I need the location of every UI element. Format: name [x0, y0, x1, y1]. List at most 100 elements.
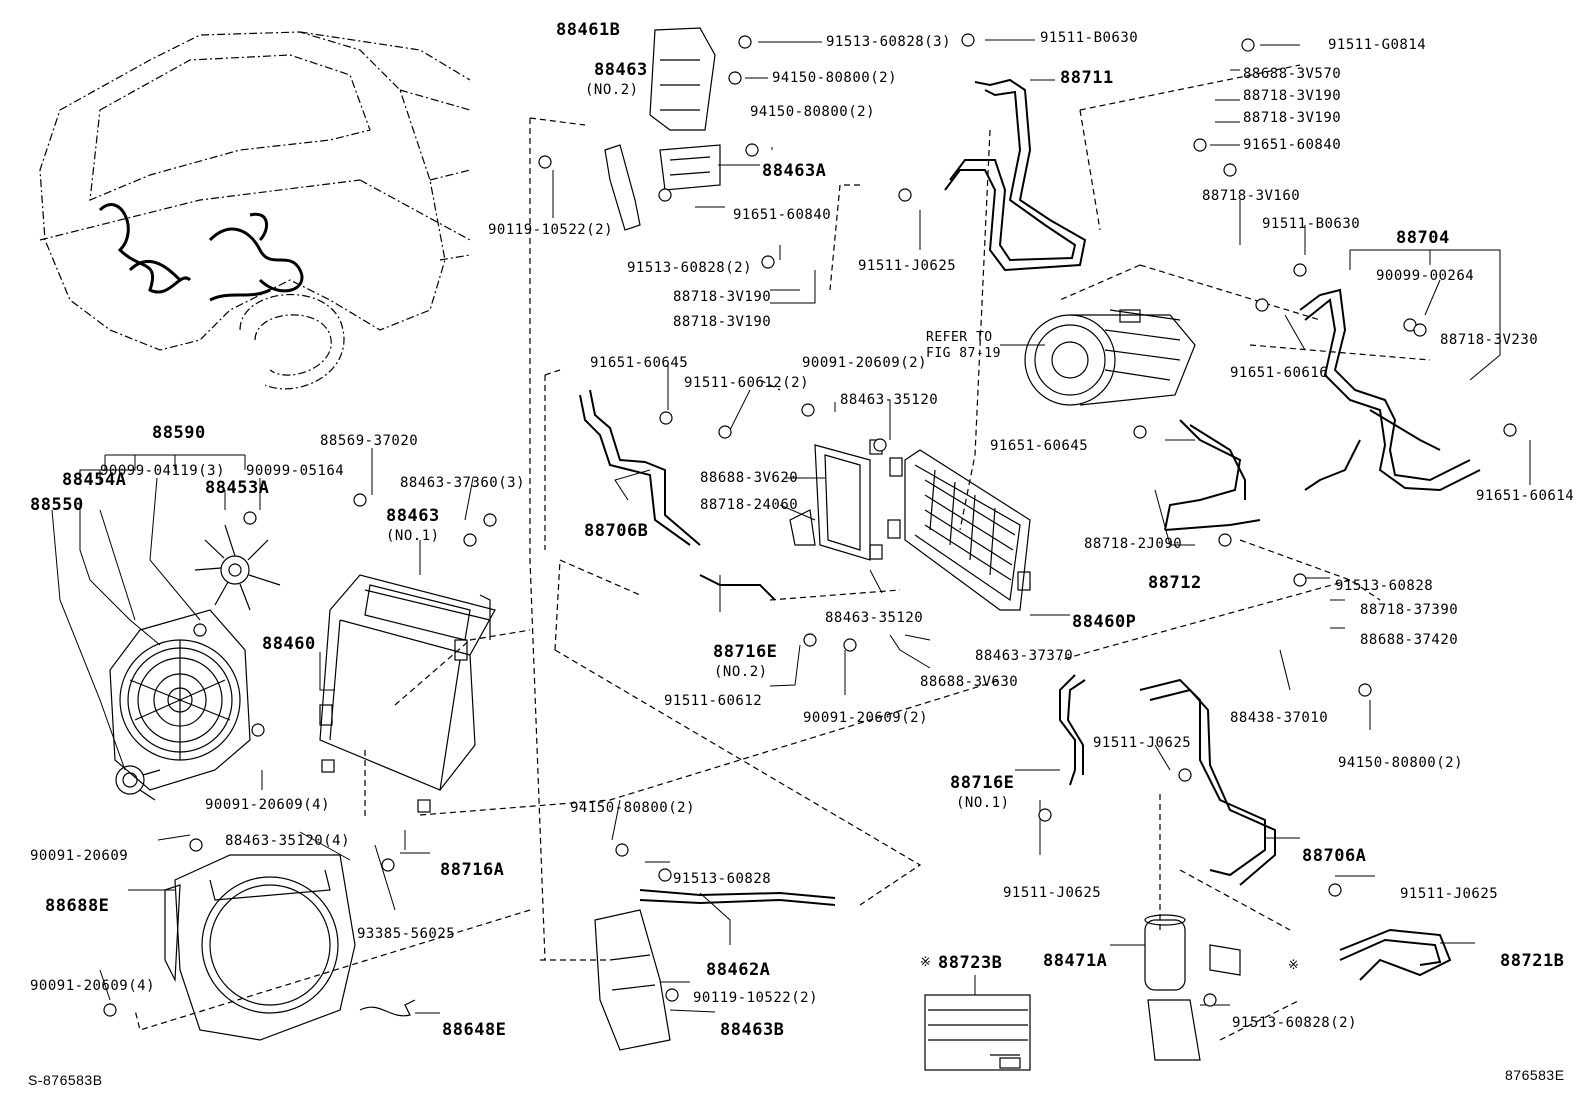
part-label-88718-3V160: 88718-3V160	[1202, 188, 1301, 204]
part-label-91511-B0630b: 91511-B0630	[1262, 216, 1361, 232]
part-label-88716E-no1-note: (NO.1)	[956, 795, 1010, 811]
part-label-90119-10522-2a: 90119-10522(2)	[488, 222, 614, 238]
part-label-88688-3V630: 88688-3V630	[920, 674, 1019, 690]
part-label-90099-04119: 90099-04119(3)	[100, 463, 226, 479]
note-mark-icon: ※	[1288, 958, 1300, 973]
part-label-88718-3V190a: 88718-3V190	[673, 289, 772, 305]
part-label-91511-J0625b: 91511-J0625	[1093, 735, 1192, 751]
part-label-91511-60612-2: 91511-60612(2)	[684, 375, 810, 391]
part-label-88463A: 88463A	[762, 161, 827, 181]
part-label-88590: 88590	[152, 423, 206, 443]
leader-lines	[51, 39, 1531, 1014]
part-label-91651-60645b: 91651-60645	[590, 355, 689, 371]
part-label-88706A: 88706A	[1302, 846, 1367, 866]
part-label-88463-35120a: 88463-35120	[840, 392, 939, 408]
part-label-88688-37420: 88688-37420	[1360, 632, 1459, 648]
part-label-91513-60828-2a: 91513-60828(2)	[627, 260, 753, 276]
bracket-88463B	[594, 909, 671, 1051]
part-label-88463-35120-4: 88463-35120(4)	[225, 833, 351, 849]
part-label-88712: 88712	[1148, 573, 1202, 593]
footer-figure-code: S-876583B	[28, 1072, 103, 1088]
part-label-91513-60828-2b: 91513-60828(2)	[1232, 1015, 1358, 1031]
part-label-88463-no2: 88463	[594, 60, 648, 80]
part-label-88550: 88550	[30, 495, 84, 515]
part-label-88718-3V190d: 88718-3V190	[1243, 110, 1342, 126]
part-label-88716E-no2-note: (NO.2)	[714, 664, 768, 680]
part-label-88460: 88460	[262, 634, 316, 654]
part-label-91651-60616: 91651-60616	[1230, 365, 1329, 381]
part-label-90091-20609-4a: 90091-20609(4)	[205, 797, 331, 813]
fan-motor-assembly	[109, 609, 251, 801]
part-label-88711: 88711	[1060, 68, 1114, 88]
part-label-90091-20609-4b: 90091-20609(4)	[30, 978, 156, 994]
part-label-91651-60614: 91651-60614	[1476, 488, 1575, 504]
bracket-88688-3V620	[789, 439, 883, 561]
hoses	[579, 78, 1481, 981]
part-label-88461B: 88461B	[556, 20, 621, 40]
part-label-88463-no1-note: (NO.1)	[386, 528, 440, 544]
bracket-88463A	[659, 144, 721, 191]
part-label-88471A: 88471A	[1043, 951, 1108, 971]
fasteners	[103, 33, 1517, 1017]
part-label-91651-60840b: 91651-60840	[1243, 137, 1342, 153]
part-label-88704: 88704	[1396, 228, 1450, 248]
part-label-91513-60828a: 91513-60828	[1335, 578, 1434, 594]
truck-illustration	[39, 31, 471, 390]
part-label-91511-B0630a: 91511-B0630	[1040, 30, 1139, 46]
part-label-88463-no2-note: (NO.2)	[585, 82, 639, 98]
part-label-88569-37020: 88569-37020	[320, 433, 419, 449]
part-label-88723B: 88723B	[938, 953, 1003, 973]
part-label-94150-80800-2b: 94150-80800(2)	[750, 104, 876, 120]
part-label-91511-J0625d: 91511-J0625	[1400, 886, 1499, 902]
part-label-94150-80800-2c: 94150-80800(2)	[1338, 755, 1464, 771]
part-label-88648E: 88648E	[442, 1020, 507, 1040]
part-label-90099-00264: 90099-00264	[1376, 268, 1475, 284]
part-label-91651-60840a: 91651-60840	[733, 207, 832, 223]
part-label-94150-80800-2a: 94150-80800(2)	[772, 70, 898, 86]
part-label-91511-60612: 91511-60612	[664, 693, 763, 709]
part-label-88460P: 88460P	[1072, 612, 1137, 632]
part-label-91651-60645a: 91651-60645	[990, 438, 1089, 454]
part-label-90119-10522-2b: 90119-10522(2)	[693, 990, 819, 1006]
part-label-88718-37390: 88718-37390	[1360, 602, 1459, 618]
part-label-90091-20609-2b: 90091-20609(2)	[803, 710, 929, 726]
part-label-88718-3V230: 88718-3V230	[1440, 332, 1539, 348]
part-label-88462A: 88462A	[706, 960, 771, 980]
refer-note-line-2: FIG 87-19	[926, 346, 1001, 361]
part-label-88453A: 88453A	[205, 478, 270, 498]
part-label-88716E-no1: 88716E	[950, 773, 1015, 793]
part-label-91513-60828-3: 91513-60828(3)	[826, 34, 952, 50]
condenser-88460P	[887, 449, 1031, 611]
part-label-88718-2J090: 88718-2J090	[1084, 536, 1183, 552]
part-label-90091-20609-2a: 90091-20609(2)	[802, 355, 928, 371]
part-label-88463-37360: 88463-37360(3)	[400, 475, 526, 491]
part-label-94150-80800-2d: 94150-80800(2)	[570, 800, 696, 816]
part-label-88688E: 88688E	[45, 896, 110, 916]
part-label-88463-37370: 88463-37370	[975, 648, 1074, 664]
fan-shroud-88688E	[164, 854, 356, 1041]
part-label-88463B: 88463B	[720, 1020, 785, 1040]
part-label-88721B: 88721B	[1500, 951, 1565, 971]
cable-88648E	[359, 999, 416, 1017]
part-label-88718-3V190b: 88718-3V190	[673, 314, 772, 330]
footer-illustration-code: 876583E	[1505, 1067, 1565, 1083]
part-label-88463-no1: 88463	[386, 506, 440, 526]
group-boundary-lines	[134, 64, 1431, 1041]
condenser-88460	[319, 574, 496, 813]
compressor	[1024, 309, 1196, 406]
caution-mark-icon: ※	[920, 955, 932, 970]
part-label-91511-J0625a: 91511-J0625	[858, 258, 957, 274]
part-label-88463-35120b: 88463-35120	[825, 610, 924, 626]
fan-blade	[194, 524, 281, 611]
part-label-88718-24060: 88718-24060	[700, 497, 799, 513]
receiver-dryer	[1144, 914, 1241, 1061]
caution-label	[924, 994, 1031, 1071]
part-label-93385-56025: 93385-56025	[357, 926, 456, 942]
part-label-88718-3V190c: 88718-3V190	[1243, 88, 1342, 104]
bracket-88463-no2	[604, 144, 641, 231]
part-label-91513-60828b: 91513-60828	[673, 871, 772, 887]
refer-note-line-1: REFER TO	[926, 330, 993, 345]
part-label-88438-37010: 88438-37010	[1230, 710, 1329, 726]
